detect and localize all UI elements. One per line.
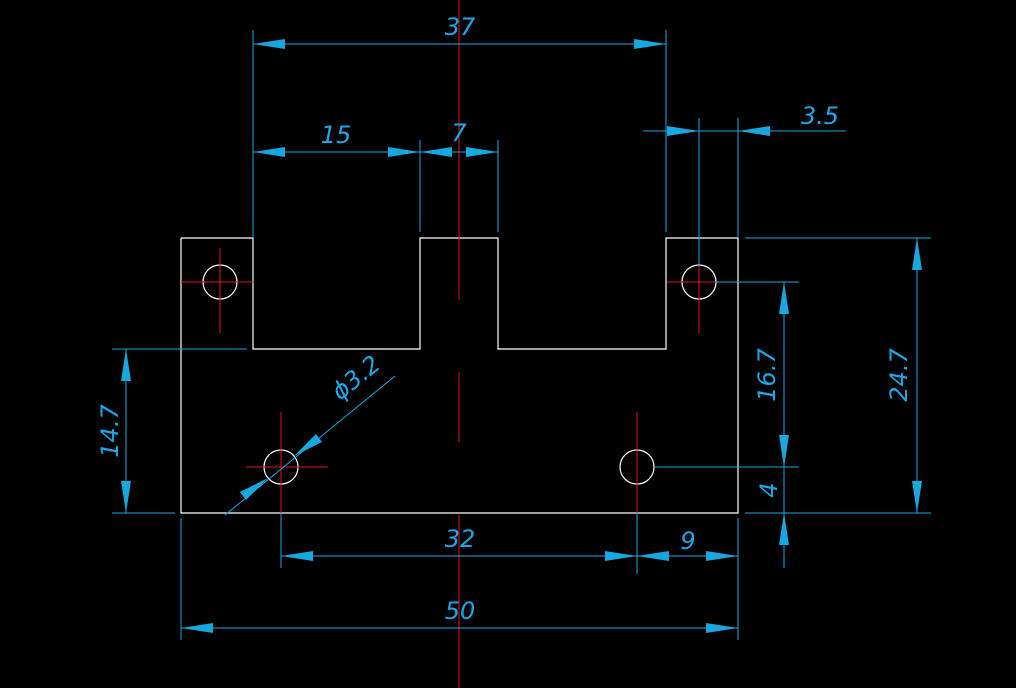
dim-left-step: 15 [321, 121, 352, 149]
dim-overall-top-width: 37 [445, 13, 476, 41]
dim-slot-width: 7 [451, 119, 467, 147]
dim-tab-width: 3.5 [801, 102, 839, 130]
dim-left-height: 14.7 [96, 404, 124, 458]
dimension-arrows [121, 39, 922, 633]
dim-upper-hole-height: 16.7 [753, 348, 781, 402]
dim-lower-hole-height: 4 [755, 482, 783, 497]
dim-overall-width: 50 [445, 597, 476, 625]
part-outline [180, 237, 739, 514]
dim-hole-spacing: 32 [445, 525, 476, 553]
dim-hole-offset-right: 9 [680, 527, 695, 555]
dim-total-height: 24.7 [885, 348, 913, 402]
centerlines [181, 0, 738, 688]
dim-hole-diameter: ϕ3.2 [326, 350, 386, 406]
